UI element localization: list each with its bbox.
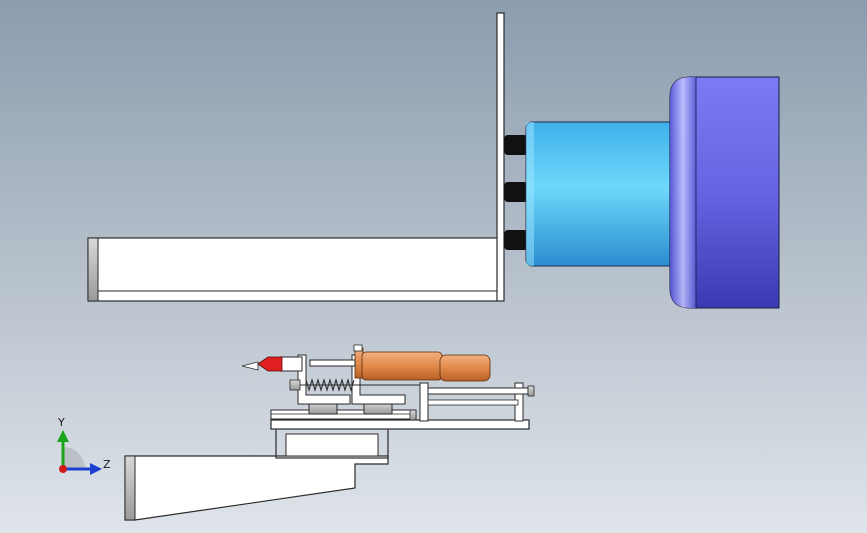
tool-holder[interactable] (309, 344, 491, 382)
x-axis-dot (59, 465, 67, 473)
spindle-housing[interactable] (525, 76, 780, 309)
lower-assembly[interactable] (124, 344, 535, 521)
spring[interactable] (289, 378, 420, 392)
tool-tip[interactable] (241, 356, 303, 372)
y-axis-label: Y (57, 416, 65, 429)
upper-assembly[interactable] (87, 12, 780, 309)
support-frame[interactable] (275, 427, 389, 459)
z-axis-arrow (90, 463, 102, 475)
vertical-plate[interactable] (496, 12, 505, 302)
slide-table[interactable] (270, 409, 530, 430)
z-axis-label: Z (103, 458, 111, 471)
y-axis-arrow (57, 430, 69, 442)
base-plate[interactable] (87, 237, 499, 302)
mounting-bolts[interactable] (504, 135, 528, 250)
support-bracket[interactable] (124, 455, 389, 521)
uprights[interactable] (297, 354, 535, 422)
coordinate-triad: Y Z (57, 416, 111, 475)
